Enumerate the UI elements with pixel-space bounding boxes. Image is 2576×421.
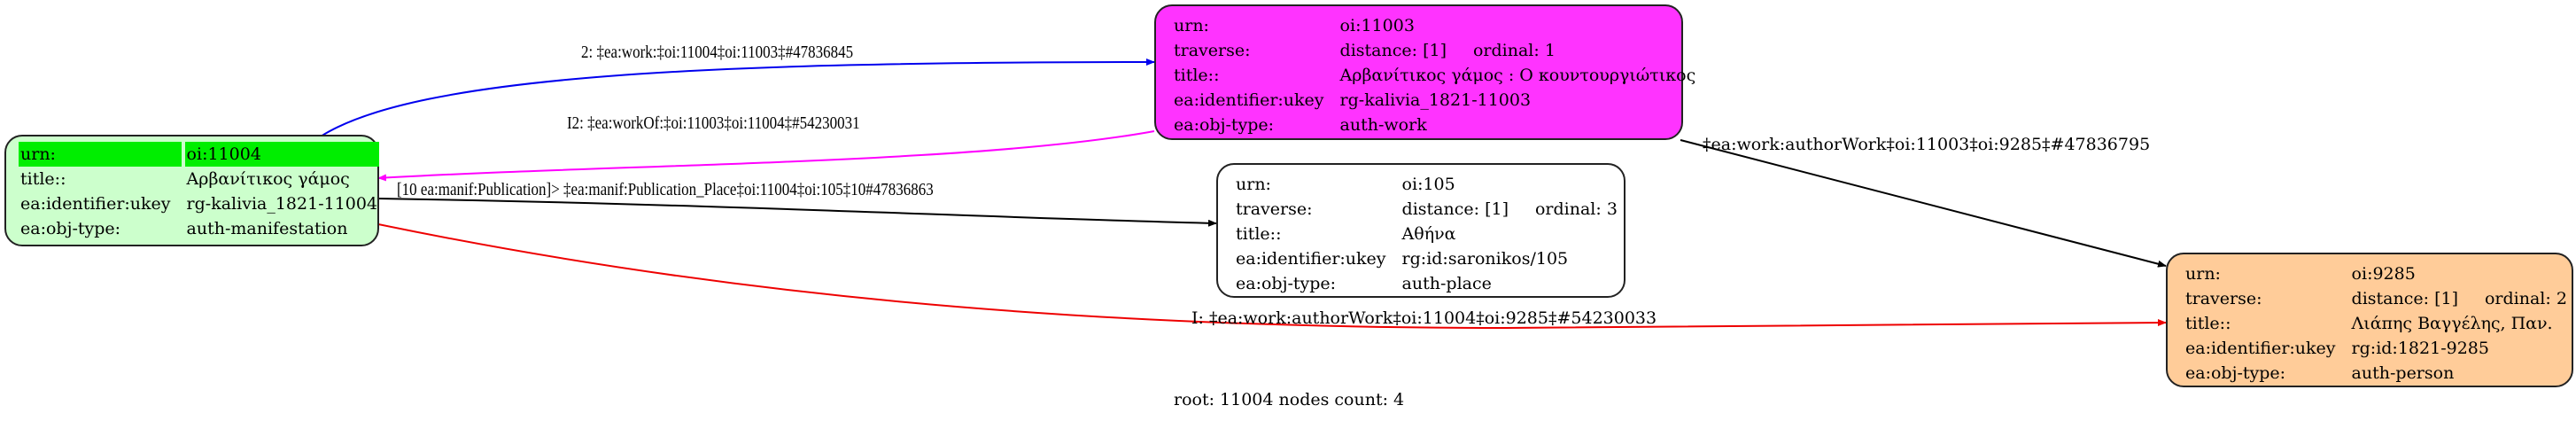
row-value: oi:105 <box>1401 175 1455 194</box>
edge-author-indirect <box>1680 139 2167 268</box>
node-row-obj-type: ea:obj-type: auth-place <box>1234 271 1619 296</box>
row-value: auth-place <box>1401 274 1492 293</box>
edge-publication-place <box>377 198 1217 227</box>
row-key: ea:identifier:ukey <box>1236 249 1386 269</box>
row-key: traverse: <box>2185 289 2262 308</box>
row-key: traverse: <box>1236 199 1313 219</box>
node-row-urn: urn: oi:11004 <box>19 142 380 167</box>
node-root-manifestation[interactable]: urn: oi:11004 title:: Αρβανίτικος γάμος … <box>4 135 380 246</box>
node-row-obj-type: ea:obj-type: auth-manifestation <box>19 216 379 241</box>
edge-label-work-of: I2: ‡ea:workOf:‡oi:11003‡oi:11004‡#54230… <box>567 113 860 133</box>
node-row-urn: urn: oi:11003 <box>1172 13 1697 38</box>
node-row-title: title:: Αρβανίτικος γάμος : Ο κουντουργι… <box>1172 63 1697 88</box>
node-work[interactable]: urn: oi:11003 traverse: distance: [1] ord… <box>1154 4 1695 140</box>
node-row-ukey: ea:identifier:ukey rg-kalivia_1821-11003 <box>1172 88 1697 113</box>
row-value: rg-kalivia_1821-11004 <box>186 194 378 214</box>
row-value: distance: [1] ordinal: 2 <box>2350 286 2569 311</box>
node-row-obj-type: ea:obj-type: auth-work <box>1172 113 1697 137</box>
node-row-urn: urn: oi:9285 <box>2184 261 2569 286</box>
row-value: distance: [1] ordinal: 1 <box>1338 38 1698 63</box>
row-value: Λιάπης Βαγγέλης, Παν. <box>2351 314 2553 333</box>
ordinal: ordinal: 2 <box>2484 289 2567 308</box>
node-row-ukey: ea:identifier:ukey rg:id:1821-9285 <box>2184 336 2569 361</box>
edge-work <box>320 58 1155 137</box>
row-key: ea:obj-type: <box>1174 115 1275 135</box>
edge-label-author-indirect: ‡ea:work:authorWork‡oi:11003‡oi:9285‡#47… <box>1703 135 2151 154</box>
row-key: title:: <box>1174 66 1220 85</box>
distance: distance: [1] <box>1401 199 1509 219</box>
row-key: ea:identifier:ukey <box>1174 90 1324 110</box>
row-key: urn: <box>1174 16 1209 35</box>
row-key: traverse: <box>1174 41 1251 60</box>
row-value: auth-person <box>2351 363 2455 383</box>
node-person[interactable]: urn: oi:9285 traverse: distance: [1] ordi… <box>2166 253 2573 387</box>
ordinal: ordinal: 1 <box>1472 41 1556 60</box>
distance: distance: [1] <box>2351 289 2458 308</box>
edge-label-work: 2: ‡ea:work:‡oi:11004‡oi:11003‡#47836845 <box>581 43 854 62</box>
node-row-title: title:: Αθήνα <box>1234 222 1619 246</box>
row-value: distance: [1] ordinal: 3 <box>1401 197 1619 222</box>
edge-work-of <box>377 130 1155 182</box>
edge-label-author-direct: I: ‡ea:work:authorWork‡oi:11004‡oi:9285‡… <box>1191 308 1657 328</box>
row-key: urn: <box>2185 264 2221 284</box>
row-key: ea:identifier:ukey <box>2185 339 2336 358</box>
row-value: rg:id:1821-9285 <box>2351 339 2489 358</box>
row-value: oi:9285 <box>2351 264 2416 284</box>
row-key: ea:obj-type: <box>1236 274 1337 293</box>
node-row-obj-type: ea:obj-type: auth-person <box>2184 361 2569 386</box>
distance: distance: [1] <box>1339 41 1447 60</box>
ordinal: ordinal: 3 <box>1534 199 1618 219</box>
node-row-title: title:: Αρβανίτικος γάμος <box>19 167 379 191</box>
graph-footer: root: 11004 nodes count: 4 <box>1174 390 1405 409</box>
node-place[interactable]: urn: oi:105 traverse: distance: [1] ordin… <box>1216 163 1626 298</box>
node-row-traverse: traverse: distance: [1] ordinal: 3 <box>1234 197 1619 222</box>
row-value: Αθήνα <box>1401 224 1456 244</box>
row-value: rg-kalivia_1821-11003 <box>1339 90 1532 110</box>
row-key: ea:identifier:ukey <box>20 194 171 214</box>
row-value: oi:11003 <box>1339 16 1415 35</box>
row-key: title:: <box>20 169 66 189</box>
row-value: rg:id:saronikos/105 <box>1401 249 1569 269</box>
row-value: Αρβανίτικος γάμος <box>186 169 350 189</box>
row-key: urn: <box>19 142 182 167</box>
row-key: ea:obj-type: <box>20 219 121 238</box>
row-key: title:: <box>2185 314 2231 333</box>
row-key: title:: <box>1236 224 1282 244</box>
row-value: auth-manifestation <box>186 219 348 238</box>
edge-label-publication-place: [10 ea:manif:Publication]> ‡ea:manif:Pub… <box>397 180 934 199</box>
edge-author-direct <box>377 223 2167 330</box>
node-row-traverse: traverse: distance: [1] ordinal: 1 <box>1172 38 1697 63</box>
node-row-ukey: ea:identifier:ukey rg:id:saronikos/105 <box>1234 246 1619 271</box>
node-row-ukey: ea:identifier:ukey rg-kalivia_1821-11004 <box>19 191 379 216</box>
row-value: oi:11004 <box>184 142 380 167</box>
row-key: ea:obj-type: <box>2185 363 2286 383</box>
row-key: urn: <box>1236 175 1271 194</box>
row-value: Αρβανίτικος γάμος : Ο κουντουργιώτικος <box>1339 66 1696 85</box>
row-value: auth-work <box>1339 115 1427 135</box>
node-row-urn: urn: oi:105 <box>1234 172 1619 197</box>
node-row-title: title:: Λιάπης Βαγγέλης, Παν. <box>2184 311 2569 336</box>
node-row-traverse: traverse: distance: [1] ordinal: 2 <box>2184 286 2569 311</box>
